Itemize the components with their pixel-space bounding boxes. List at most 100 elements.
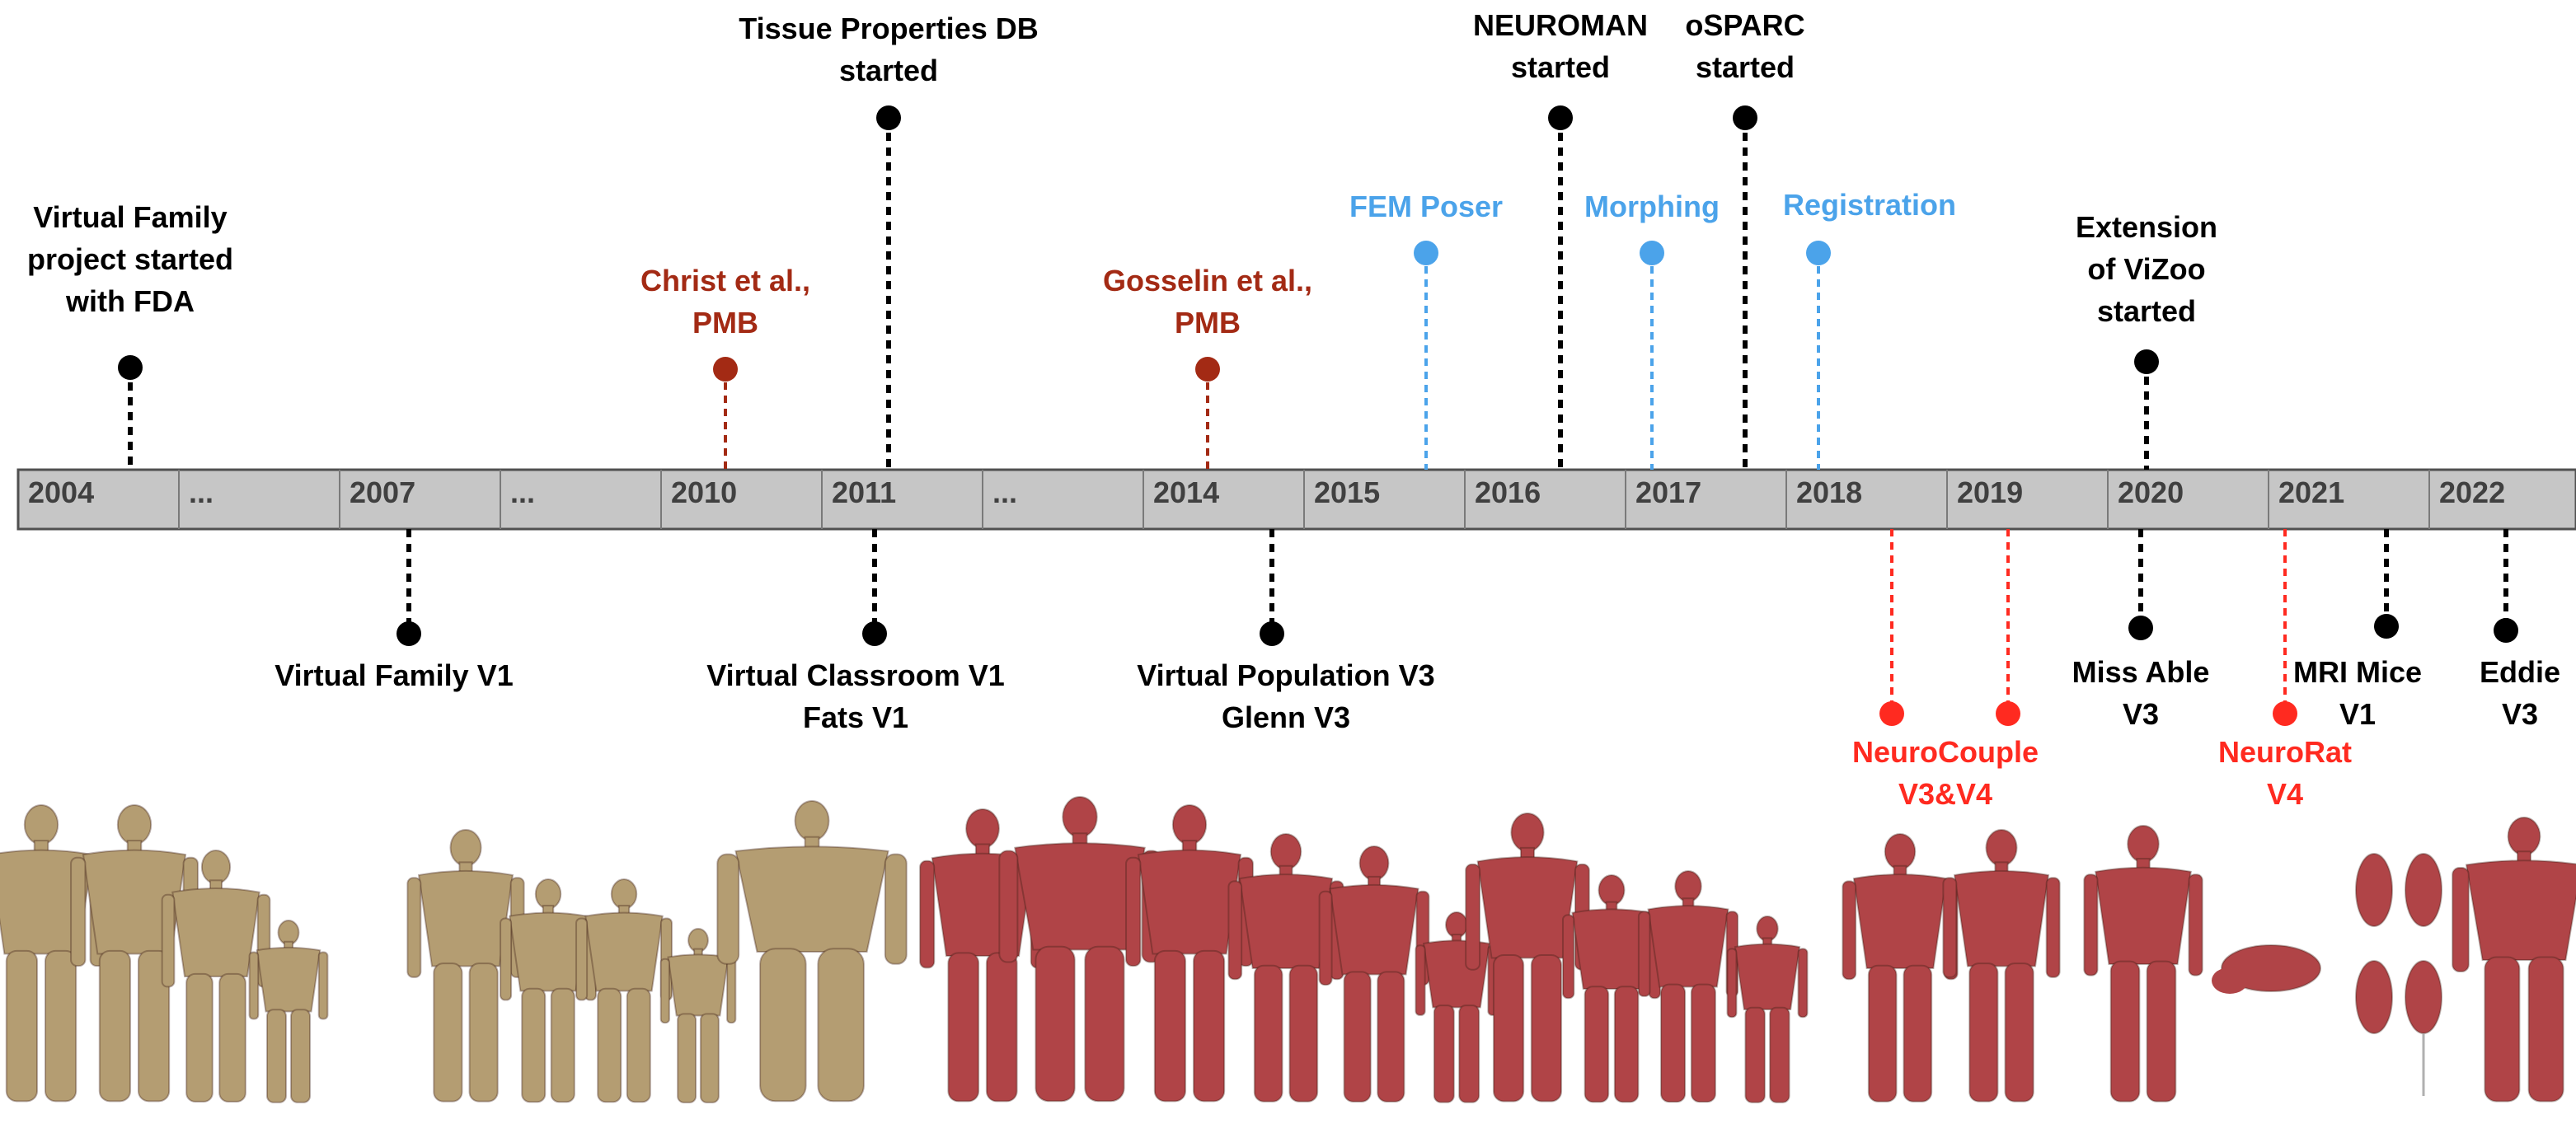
neurorat-marker [2273,701,2297,726]
virtual-classroom-v1-marker [862,621,887,646]
tissue-db-marker [876,105,901,130]
neurocouple-model [1842,832,1959,1103]
year-label: 2018 [1796,475,1863,509]
eddie-label-line: V3 [2501,697,2539,731]
osparc-marker [1733,105,1757,130]
christ-pmb-label-line: Christ et al., [640,264,811,297]
virtual-family-v1-marker [396,621,421,646]
year-label: 2011 [832,475,897,509]
osparc-label-line: oSPARC [1685,8,1805,42]
eddie-model [2452,817,2576,1103]
timeline-bar [16,468,2576,531]
vizoo-label-line: Extension [2075,210,2218,244]
year-label: 2007 [350,475,416,509]
mri-mouse-model [2405,960,2442,1034]
tissue-db-label-line: started [838,54,939,87]
fem-poser-label-line: FEM Poser [1349,190,1504,223]
year-label: 2021 [2278,475,2345,509]
miss-able-label-line: V3 [2122,697,2160,731]
timeline-gap-label: ... [189,475,214,509]
neurorat-label-line: V4 [2266,777,2304,811]
virtual-classroom-v1-label-line: Fats V1 [802,700,909,734]
virtual-population-model [1318,845,1430,1103]
morphing-marker [1640,241,1664,265]
osparc-label: oSPARC started [1685,4,1804,88]
virtual-population-model [1465,813,1590,1103]
virtual-family-model [0,804,106,1103]
registration-label-line: Registration [1782,188,1957,222]
vizoo-marker [2134,349,2159,374]
morphing-label-line: Morphing [1584,190,1720,223]
virtual-family-v1-label: Virtual Family V1 [274,654,513,696]
neurorat-model-head [2212,967,2248,994]
neurocouple-label-line: NeuroCouple [1851,735,2039,769]
timeline-gap-label: ... [510,475,536,509]
neurorat-label-line: NeuroRat [2217,735,2353,769]
fem-poser-label: FEM Poser [1349,185,1503,227]
virtual-population-model [1726,916,1809,1103]
neurocouple-marker [1996,701,2020,726]
virtual-classroom-model [500,878,597,1103]
mri-mice-label-line: V1 [2339,697,2377,731]
year-label: 2020 [2118,475,2184,509]
gosselin-pmb-label: Gosselin et al., PMB [1103,260,1312,344]
neurocouple-model [1942,829,2061,1103]
christ-pmb-label-line: PMB [692,306,758,340]
miss-able-label-line: Miss Able [2072,655,2210,689]
timeline-gap-label: ... [992,475,1018,509]
vizoo-label-line: of ViZoo [2087,252,2206,286]
vizoo-label: Extension of ViZoo started [2076,206,2217,332]
gosselin-pmb-marker [1195,357,1220,382]
virtual-family-v1-label-line: Virtual Family V1 [274,658,514,692]
neurocouple-marker [1879,701,1904,726]
year-label: 2017 [1635,475,1702,509]
mri-mouse-model [2355,853,2393,927]
neuroman-label: NEUROMAN started [1473,4,1648,88]
fem-poser-marker [1414,241,1438,265]
mri-mice-label-line: MRI Mice [2292,655,2423,689]
virtual-population-v3-marker [1260,621,1284,646]
registration-marker [1806,241,1831,265]
fats-model [716,800,908,1103]
virtual-population-v3-label: Virtual Population V3 Glenn V3 [1137,654,1434,738]
virtual-population-v3-label-line: Glenn V3 [1221,700,1351,734]
year-label: 2022 [2439,475,2506,509]
mri-mouse-model [2355,960,2393,1034]
eddie-label-line: Eddie [2479,655,2561,689]
vizoo-label-line: started [2096,294,2197,328]
year-label: 2016 [1475,475,1541,509]
virtual-family-model [248,920,329,1103]
osparc-label-line: started [1695,50,1795,84]
virtual-classroom-v1-label-line: Virtual Classroom V1 [706,658,1005,692]
virtual-population-v3-label-line: Virtual Population V3 [1137,658,1435,692]
virtual-family-project-label-line: with FDA [66,284,195,318]
virtual-family-model [70,804,199,1103]
morphing-label: Morphing [1584,185,1720,227]
gosselin-pmb-label-line: PMB [1175,306,1241,340]
miss-able-model [2083,825,2203,1103]
christ-pmb-label: Christ et al., PMB [640,260,810,344]
christ-pmb-marker [713,357,738,382]
year-label: 2015 [1314,475,1381,509]
neurocouple-label-line: V3&V4 [1898,777,1993,811]
virtual-classroom-v1-label: Virtual Classroom V1 Fats V1 [706,654,1004,738]
year-label: 2019 [1957,475,2024,509]
year-label: 2010 [671,475,738,509]
gosselin-pmb-label-line: Gosselin et al., [1102,264,1313,297]
neuroman-label-line: NEUROMAN [1473,8,1648,42]
neuroman-label-line: started [1510,50,1611,84]
registration-label: Registration [1783,184,1956,226]
neuroman-marker [1548,105,1573,130]
virtual-family-project-marker [118,355,143,380]
mri-mice-marker [2374,614,2399,639]
year-label: 2004 [28,475,95,509]
virtual-family-model [161,850,271,1103]
